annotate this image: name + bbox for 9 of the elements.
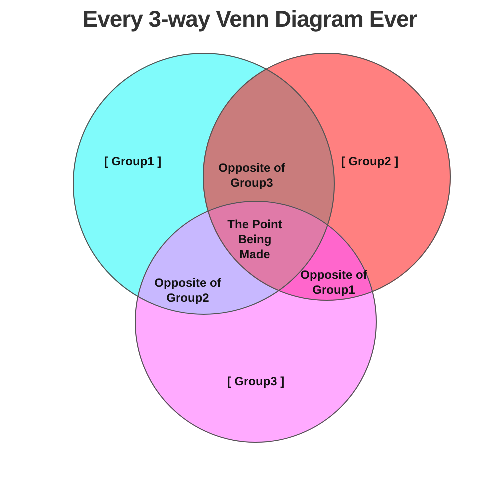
overlap-label: Opposite of Group2 — [154, 276, 222, 306]
overlap-label: Opposite of Group1 — [300, 268, 368, 298]
title: Every 3-way Venn Diagram Ever — [82, 6, 418, 33]
overlap-label: The Point Being Made — [226, 218, 284, 262]
venn-circle — [135, 201, 377, 443]
circle-label: [ Group1 ] — [103, 154, 163, 170]
circle-label: [ Group3 ] — [226, 374, 286, 390]
circle-label: [ Group2 ] — [340, 154, 400, 170]
overlap-label: Opposite of Group3 — [218, 161, 286, 191]
